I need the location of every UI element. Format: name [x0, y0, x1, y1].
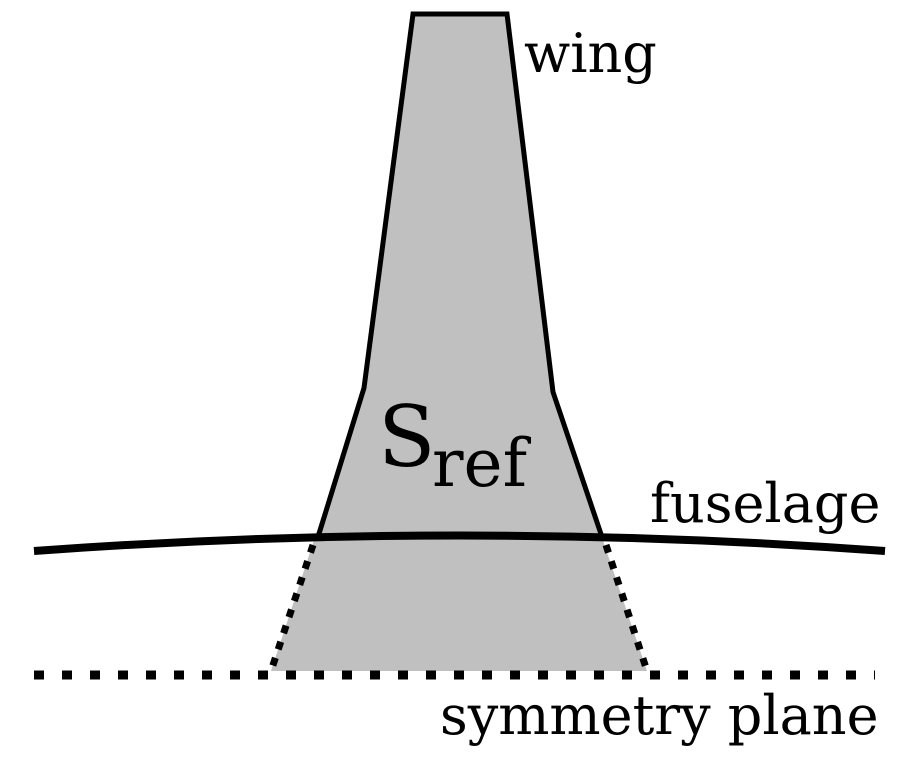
fuselage-line [33, 531, 886, 555]
wing-outline [315, 11, 605, 538]
fuselage-label: fuselage [650, 472, 880, 535]
wing-label: wing [524, 22, 657, 85]
projected-leading-edge [267, 543, 317, 673]
symmetry-plane-label: symmetry plane [440, 684, 879, 747]
reference-area-subscript: ref [432, 425, 532, 502]
reference-area-symbol: S [378, 388, 436, 486]
reference-area-fill [271, 14, 647, 671]
projected-trailing-edge [602, 543, 651, 673]
